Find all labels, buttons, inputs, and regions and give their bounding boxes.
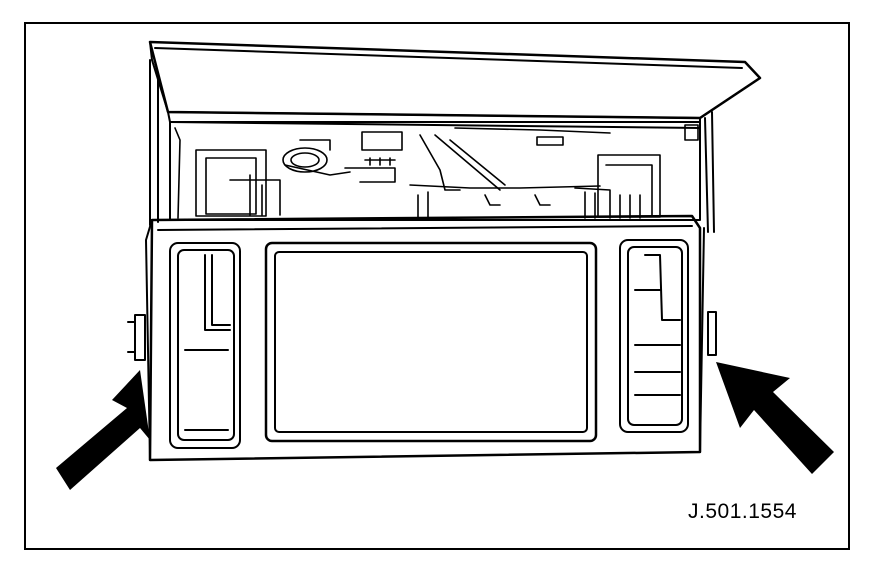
internal-mechanism [174, 124, 699, 221]
right-lamp-lens [619, 239, 689, 433]
right-arrow [716, 362, 834, 474]
housing [149, 59, 715, 233]
figure-reference: J.501.1554 [688, 500, 797, 523]
front-bezel [145, 214, 705, 462]
side-clips [127, 311, 717, 361]
left-arrow [56, 370, 150, 490]
figure-frame [24, 22, 850, 550]
left-lamp-lens [169, 242, 241, 449]
arrows [56, 362, 834, 490]
open-lid [148, 40, 762, 129]
center-panel [264, 241, 598, 443]
